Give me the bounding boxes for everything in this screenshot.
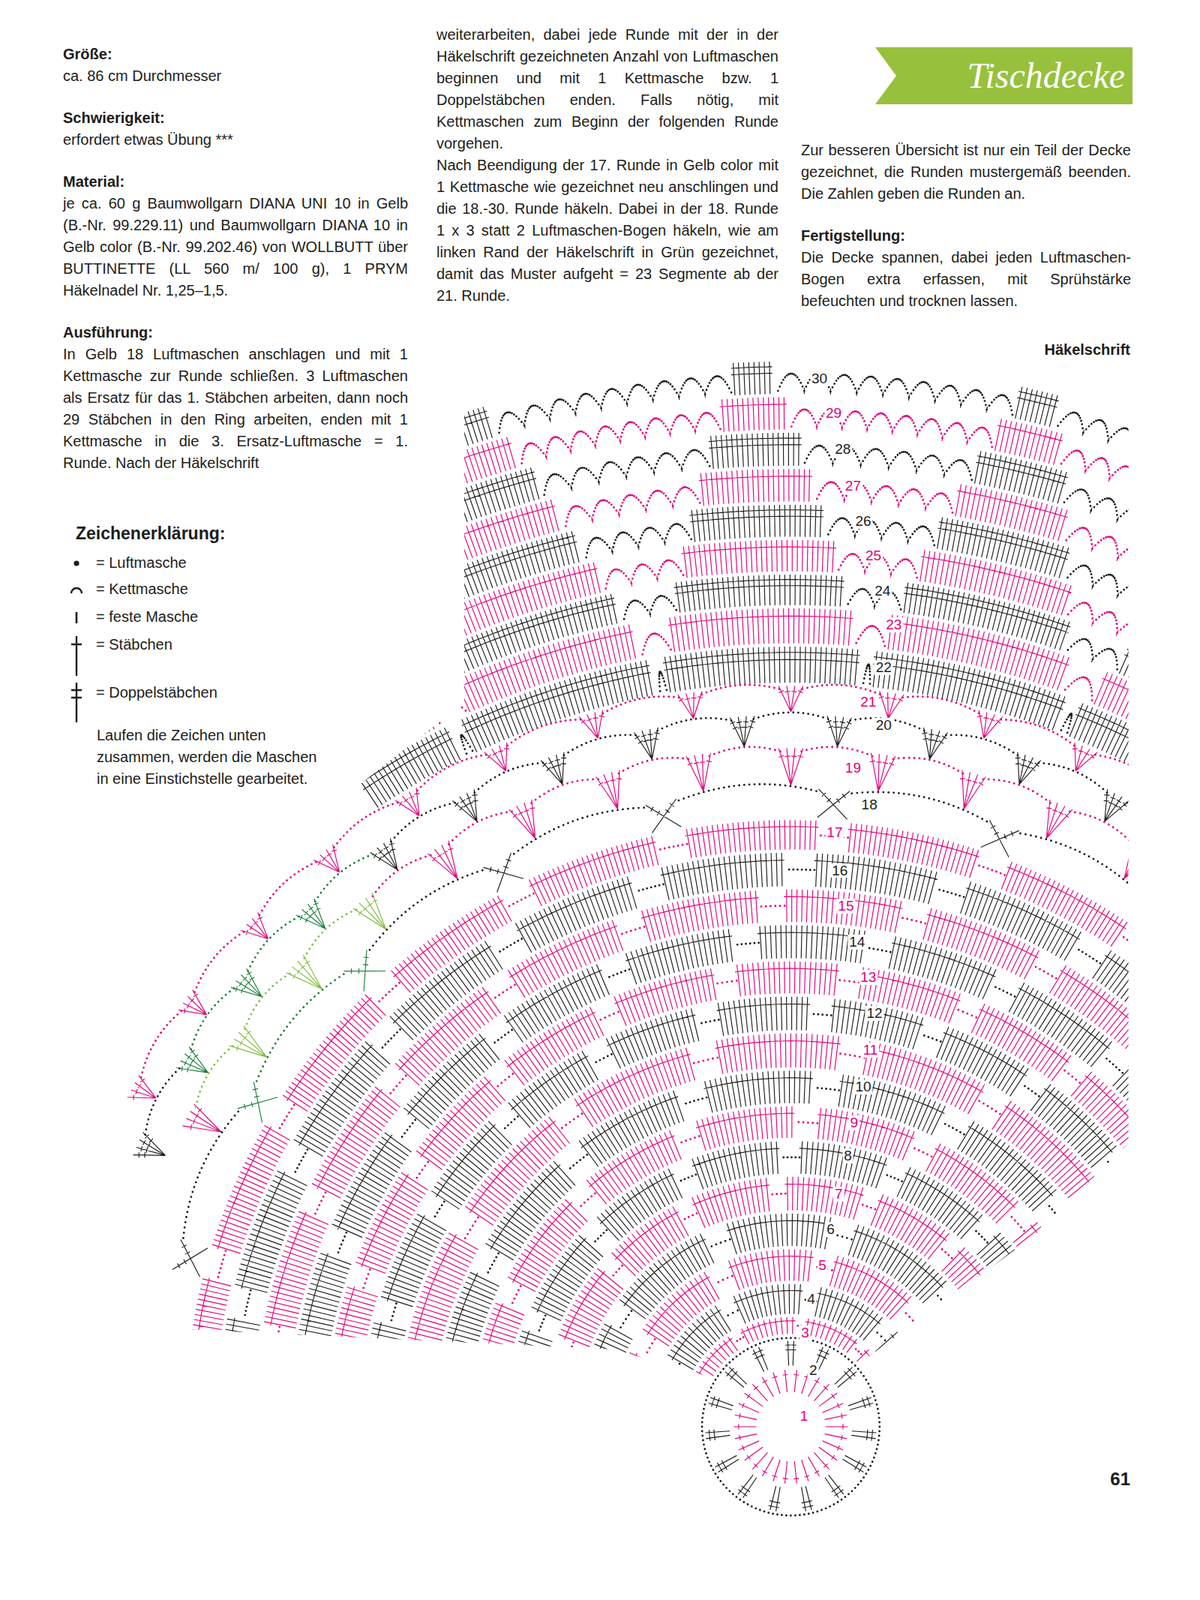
- round-number: 10: [853, 1079, 873, 1095]
- round-number: 12: [864, 1005, 884, 1021]
- round-number: 1: [798, 1408, 810, 1424]
- round-number: 20: [874, 717, 894, 733]
- round-number: 8: [842, 1149, 854, 1164]
- round-number: 14: [847, 934, 867, 950]
- round-number: 23: [884, 617, 903, 633]
- body-text: Die Decke spannen, dabei jeden Luftmasch…: [801, 246, 1131, 312]
- round-number: 19: [843, 761, 863, 777]
- chain-symbol: [73, 560, 79, 566]
- title-banner: Tischdecke: [875, 47, 1133, 105]
- round-number: 25: [864, 549, 883, 564]
- round-number: 4: [805, 1291, 817, 1307]
- body-text: ca. 86 cm Durchmesser: [63, 65, 408, 87]
- round-number: 9: [848, 1115, 860, 1131]
- round-number: 6: [825, 1221, 837, 1237]
- round-number: 27: [843, 478, 863, 494]
- round-number: 22: [874, 660, 894, 675]
- chain-stitches: [195, 908, 358, 1108]
- chain-stitches: [140, 408, 1200, 1417]
- round-number: 11: [861, 1042, 880, 1058]
- section-heading: Größe:: [63, 43, 408, 66]
- chain-stitches: [701, 1336, 882, 1517]
- body-text: erfordert etwas Übung ***: [63, 129, 408, 151]
- legend-entry: = Stäbchen: [96, 633, 173, 656]
- round-number: 16: [830, 863, 849, 879]
- stitch-symbols: [733, 1369, 848, 1484]
- legend-entry: = Kettmasche: [96, 578, 189, 600]
- legend-symbols: [71, 560, 82, 723]
- center-ring: [701, 1336, 882, 1517]
- stitch-symbols: [176, 898, 386, 1123]
- round-number: 13: [858, 969, 878, 985]
- round-number: 5: [816, 1257, 828, 1273]
- round-number: 15: [836, 898, 855, 914]
- round-number: 30: [810, 371, 829, 387]
- body-text: In Gelb 18 Luftmaschen anschlagen und mi…: [63, 343, 408, 474]
- section-heading: Ausführung:: [63, 321, 408, 344]
- body-text: Nach Beendigung der 17. Runde in Gelb co…: [436, 154, 779, 307]
- chain-stitches: [144, 372, 1200, 1401]
- chart-caption: Häkelschrift: [1044, 339, 1131, 361]
- round-number: 7: [833, 1186, 845, 1202]
- single-crochet-symbol: [75, 612, 78, 624]
- page-title: Tischdecke: [966, 54, 1133, 98]
- round-number: 26: [853, 513, 873, 529]
- body-text: weiterarbeiten, dabei jede Runde mit der…: [436, 24, 779, 155]
- round-number: 28: [833, 441, 852, 457]
- chart-sector: [127, 361, 1200, 1423]
- legend-entry: = Luftmasche: [96, 552, 187, 574]
- round-number: 18: [860, 798, 879, 813]
- body-text: Zur besseren Übersicht ist nur ein Teil …: [801, 139, 1131, 205]
- chart-drawing: [127, 361, 1200, 1517]
- banner-fill: [875, 47, 1133, 105]
- round-number: 3: [799, 1325, 811, 1341]
- stitch-symbols: [705, 1341, 876, 1512]
- slip-stitch-symbol: [71, 588, 82, 594]
- round-number: 17: [825, 825, 844, 840]
- legend-entry: = feste Masche: [96, 606, 198, 628]
- double-crochet-symbol: [71, 636, 82, 676]
- chain-stitches: [189, 853, 374, 1083]
- section-heading: Material:: [63, 171, 408, 193]
- round-number: 29: [824, 405, 843, 421]
- round-number: 2: [807, 1362, 819, 1378]
- legend-entry: = Doppelstäbchen: [96, 681, 218, 704]
- text-column: weiterarbeiten, dabei jede Runde mit der…: [436, 24, 779, 307]
- treble-crochet-symbol: [71, 682, 82, 723]
- text-column: Zur besseren Übersicht ist nur ein Teil …: [801, 139, 1131, 312]
- page-number: 61: [1110, 1467, 1131, 1490]
- stitch-symbols: [133, 361, 1200, 1422]
- round-number: 24: [873, 583, 892, 599]
- stitch-symbols: [229, 892, 387, 1057]
- section-heading: Fertigstellung:: [801, 225, 1131, 247]
- round-number: 21: [858, 694, 878, 710]
- section-heading: Schwierigkeit:: [63, 107, 408, 129]
- legend-note: Laufen die Zeichen unten zusammen, werde…: [96, 724, 322, 790]
- legend-heading: Zeichenerklärung:: [75, 522, 225, 545]
- text-column: Größe:ca. 86 cm DurchmesserSchwierigkeit…: [63, 43, 408, 474]
- body-text: je ca. 60 g Baumwollgarn DIANA UNI 10 in…: [63, 192, 408, 302]
